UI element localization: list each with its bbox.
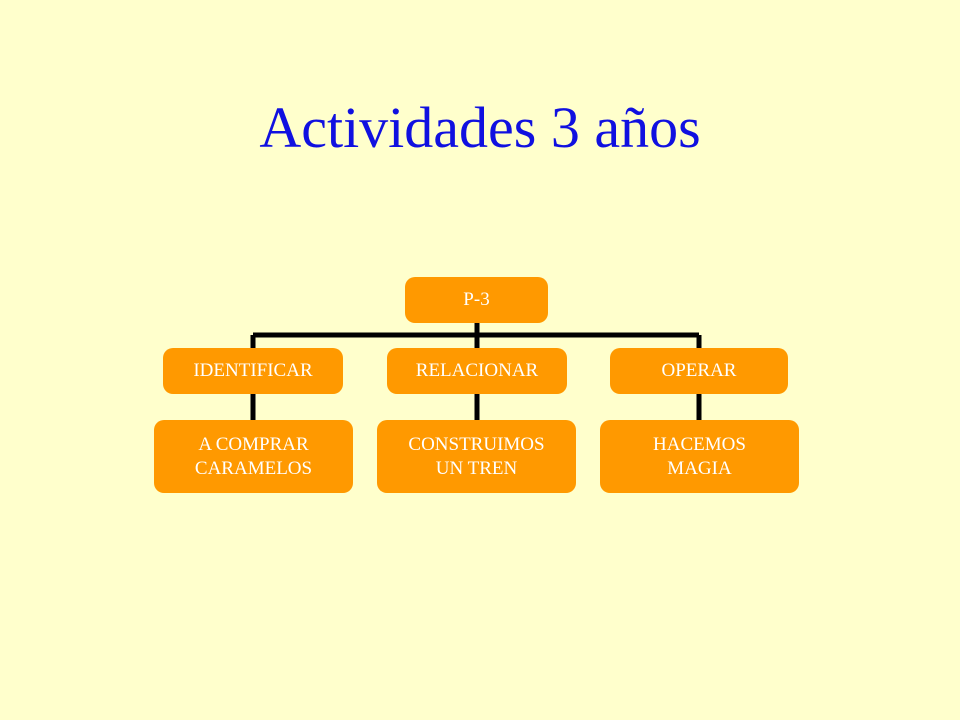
node-relacionar: RELACIONAR [387,348,567,394]
node-operar: OPERAR [610,348,788,394]
node-activity-a-comprar-caramelos: A COMPRAR CARAMELOS [154,420,353,493]
node-activity-construimos-un-tren: CONSTRUIMOS UN TREN [377,420,576,493]
node-identificar: IDENTIFICAR [163,348,343,394]
slide-title: Actividades 3 años [259,95,701,160]
node-root-p3: P-3 [405,277,548,323]
node-activity-hacemos-magia: HACEMOS MAGIA [600,420,799,493]
